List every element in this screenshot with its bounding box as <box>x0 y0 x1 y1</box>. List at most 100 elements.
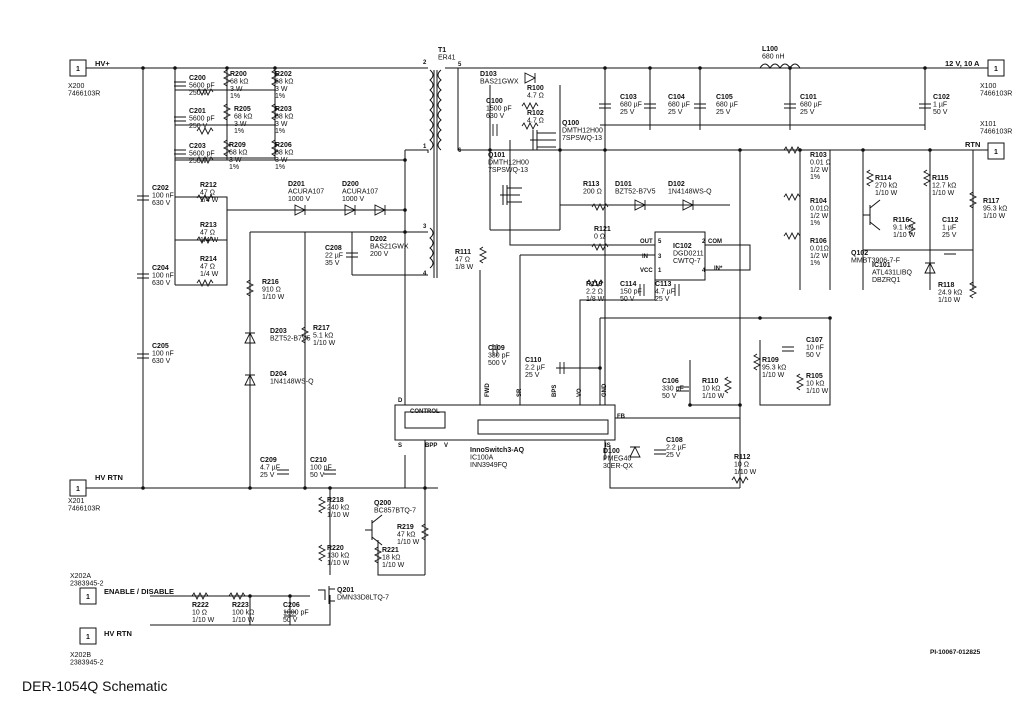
pin-ic102-3: 3 <box>658 254 662 260</box>
connector-x100-pin: 1 <box>994 66 998 73</box>
pin-t1-4: 4 <box>423 271 427 277</box>
caption: DER-1054Q Schematic <box>22 678 168 694</box>
net-rtn: RTN <box>965 140 980 149</box>
pin-ic102-1: 1 <box>658 268 662 274</box>
net-hv-rtn-b: HV RTN <box>104 629 132 638</box>
net-12v-out: 12 V, 10 A <box>945 59 980 68</box>
connector-x202b-box <box>79 627 97 645</box>
pin-t1-6: 6 <box>458 148 462 154</box>
pin-ic100-fb: FB <box>617 414 626 420</box>
transistor-q101 <box>500 185 522 205</box>
connector-x201-pin: 1 <box>76 486 80 493</box>
pin-ic100-is: IS <box>605 443 611 449</box>
connector-x202b-pin: 1 <box>86 634 90 641</box>
net-enable: ENABLE / DISABLE <box>104 587 174 596</box>
junction-dots <box>141 66 932 598</box>
pin-ic102-vcc: VCC <box>640 268 653 274</box>
connector-x200-pin: 1 <box>76 66 80 73</box>
net-hv-plus: HV+ <box>95 59 110 68</box>
connector-x101-pin: 1 <box>994 149 998 156</box>
transistor-q100 <box>530 130 556 150</box>
pin-ic100-bps: BPS <box>552 385 558 397</box>
pin-t1-5: 5 <box>458 62 462 68</box>
pin-t1-1: 1 <box>423 144 427 150</box>
transistor-q102 <box>863 199 881 231</box>
transistor-q201 <box>318 586 335 604</box>
pin-ic100-gnd: GND <box>602 383 608 397</box>
connector-x100-box <box>987 59 1005 77</box>
pin-ic100-fwd: FWD <box>485 383 491 397</box>
pin-ic100-d: D <box>398 398 403 404</box>
pin-ic100-sr: SR <box>517 388 523 397</box>
connector-x101-box <box>987 142 1005 160</box>
connector-x202a-box <box>79 587 97 605</box>
resistor-glyphs <box>191 69 978 601</box>
transformer-t1 <box>429 69 442 278</box>
connector-x201-box <box>69 479 87 497</box>
pin-ic102-5: 5 <box>658 239 662 245</box>
pin-ic102-inn: IN* <box>714 266 723 272</box>
connector-x202a-pin: 1 <box>86 594 90 601</box>
pin-ic102-4: 4 <box>702 268 706 274</box>
pin-ic100-vo: VO <box>577 388 583 397</box>
pin-ic102-2: 2 <box>702 239 706 245</box>
pin-ic102-com: COM <box>708 239 722 245</box>
net-hv-rtn: HV RTN <box>95 473 123 482</box>
document-number: PI-10067-012825 <box>930 649 981 656</box>
